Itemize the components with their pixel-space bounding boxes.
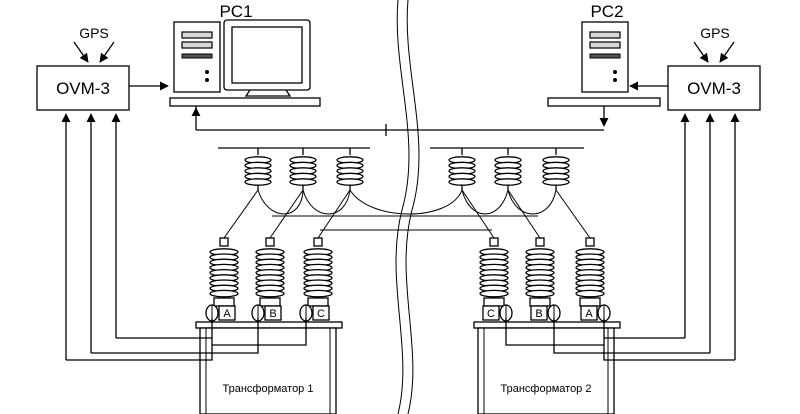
pc2-computer — [547, 21, 661, 107]
ovm-left-label: OVM-3 — [56, 79, 110, 98]
ovm-right-label: OVM-3 — [687, 79, 741, 98]
transformer-1 — [195, 321, 343, 414]
ovm-left-box — [36, 65, 130, 111]
phase-label: A — [585, 308, 593, 320]
network-link — [191, 106, 609, 136]
bus-insulator — [244, 148, 272, 190]
phase-sensor: A — [580, 304, 611, 322]
phase-label: B — [269, 308, 276, 320]
phase-sensor: B — [251, 304, 282, 322]
transformer2-label: Трансформатор 2 — [501, 383, 592, 395]
phase-label: B — [535, 308, 542, 320]
transformer1-label: Трансформатор 1 — [223, 383, 314, 395]
phase-sensor: B — [530, 304, 561, 322]
bushing — [303, 237, 333, 307]
bus-insulator — [494, 148, 522, 190]
pc1-computer — [169, 19, 321, 107]
bus-insulators — [244, 148, 570, 190]
phase-label: C — [317, 308, 325, 320]
pc1-label: PC1 — [219, 2, 252, 21]
bus-insulator — [289, 148, 317, 190]
bushing — [255, 237, 285, 307]
pc2-label: PC2 — [590, 2, 623, 21]
phase-sensor: C — [482, 304, 513, 322]
gps-left-label: GPS — [79, 25, 109, 41]
break-line — [395, 0, 420, 414]
phase-label: A — [223, 308, 231, 320]
phase-sensor: C — [299, 304, 330, 322]
bus-insulator — [542, 148, 570, 190]
ovm-right-box — [667, 65, 761, 111]
measurement-lines-left — [61, 113, 307, 361]
transformer-bushings — [209, 237, 605, 307]
connection-wires — [223, 189, 591, 239]
transformer-2 — [473, 321, 621, 414]
measurement-lines-right — [505, 113, 740, 361]
gps-right-label: GPS — [700, 25, 730, 41]
bus-insulator — [336, 148, 364, 190]
bushing — [575, 237, 605, 307]
bus-insulator — [448, 148, 476, 190]
phase-sensor: A — [205, 304, 236, 322]
phase-label: C — [487, 308, 495, 320]
bushing — [209, 237, 239, 307]
bushing — [479, 237, 509, 307]
bushing — [525, 237, 555, 307]
